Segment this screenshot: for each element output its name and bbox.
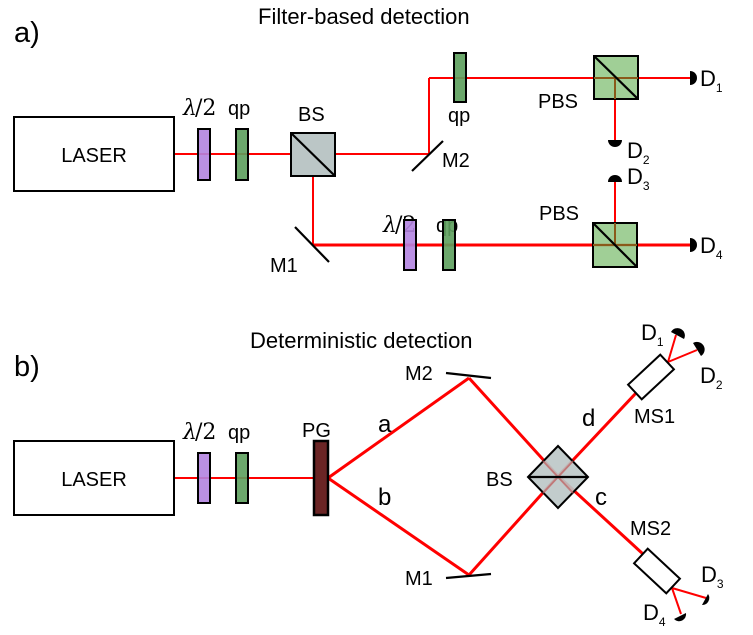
laser-label-b: LASER [61, 469, 127, 491]
mirror-m1-a [294, 226, 330, 263]
qp-label-b: qp [228, 422, 250, 444]
d4-label-a: D4 [700, 233, 723, 262]
panel-b-tag: b) [14, 351, 40, 383]
beam-m2-to-bs [467, 376, 560, 478]
laser-label-a: LASER [61, 145, 127, 167]
detector-d4-a-icon [690, 238, 697, 252]
path-a-label: a [378, 411, 392, 438]
mirror-m1-b [445, 572, 492, 580]
ms1-label: MS1 [634, 406, 675, 428]
laser-box-a [13, 116, 175, 192]
beam-path-a [327, 376, 470, 480]
half-wave-label-a: λ [182, 96, 197, 121]
bs-label-a: BS [298, 104, 325, 126]
mode-sorter-ms1 [626, 353, 676, 401]
pbs-upper-diagonal [593, 55, 639, 100]
pbs-upper-label: PBS [538, 91, 578, 113]
mode-sorter-ms2 [632, 547, 682, 595]
laser-box-b [13, 440, 175, 516]
panel-a: a) Filter-based detection LASER λ /2 qp … [13, 4, 723, 277]
m1-label-b: M1 [405, 568, 433, 590]
ms2-label: MS2 [630, 518, 671, 540]
panel-b: b) Deterministic detection LASER λ /2 qp… [13, 320, 724, 629]
half-wave-label-a-rest: /2 [195, 96, 216, 121]
beam-ms2-to-d4 [671, 587, 682, 615]
detector-d1-a-icon [690, 71, 697, 85]
beam-path-b [327, 476, 470, 577]
d4-label-b: D4 [643, 600, 666, 629]
detector-d2-b-icon [693, 341, 705, 356]
d1-label-b: D1 [641, 320, 664, 349]
quarter-wave-plate-a [235, 128, 249, 181]
quarter-wave-plate-b [235, 452, 249, 504]
half-wave-plate-b [197, 452, 211, 504]
pbs-lower-label: PBS [539, 203, 579, 225]
half-wave-lower-label: λ [382, 213, 397, 238]
detector-d1-b-icon [671, 328, 685, 339]
detector-d2-a-icon [608, 140, 622, 147]
half-wave-plate-lower-a [403, 219, 417, 271]
bs-label-b: BS [486, 469, 513, 491]
quarter-wave-plate-upper-a [453, 52, 467, 103]
d3-label-b: D3 [701, 562, 724, 591]
panel-a-beams [174, 77, 690, 247]
qp-label-a: qp [228, 98, 250, 120]
pg-label: PG [302, 420, 331, 442]
detector-d3-b-icon [702, 594, 710, 606]
d2-label-b: D2 [700, 363, 723, 392]
path-d-label: d [582, 405, 595, 432]
m1-label-a: M1 [270, 255, 298, 277]
beam-splitter-a-diagonal [290, 132, 336, 177]
ms1-group [626, 353, 676, 401]
panel-a-tag: a) [14, 17, 40, 49]
path-b-label: b [378, 484, 391, 511]
d2-label-a: D2 [627, 138, 650, 167]
beam-ms1-to-d1 [667, 334, 677, 363]
detector-d4-b-icon [674, 613, 687, 622]
pbs-lower-diagonal [592, 222, 638, 268]
m2-label-a: M2 [442, 150, 470, 172]
half-wave-plate-a [197, 128, 211, 181]
half-wave-label-b: λ [182, 420, 197, 445]
qp-upper-label-a: qp [448, 105, 470, 127]
panel-b-title: Deterministic detection [250, 328, 473, 353]
mirror-m2-b [445, 371, 492, 380]
m2-label-b: M2 [405, 363, 433, 385]
quarter-wave-plate-lower-a [442, 219, 456, 271]
panel-a-title: Filter-based detection [258, 4, 470, 29]
ms2-group [632, 547, 682, 595]
d1-label-a: D1 [700, 66, 723, 95]
panel-b-beams [174, 334, 707, 615]
beam-ms1-to-d2 [667, 349, 698, 363]
mirror-m2-a [411, 140, 444, 172]
beam-ms2-to-d3 [671, 587, 707, 599]
polarization-grating [312, 439, 330, 517]
half-wave-label-b-rest: /2 [195, 420, 216, 445]
detector-d3-a-icon [608, 175, 622, 182]
path-c-label: c [595, 484, 607, 511]
d3-label-a: D3 [627, 164, 650, 193]
